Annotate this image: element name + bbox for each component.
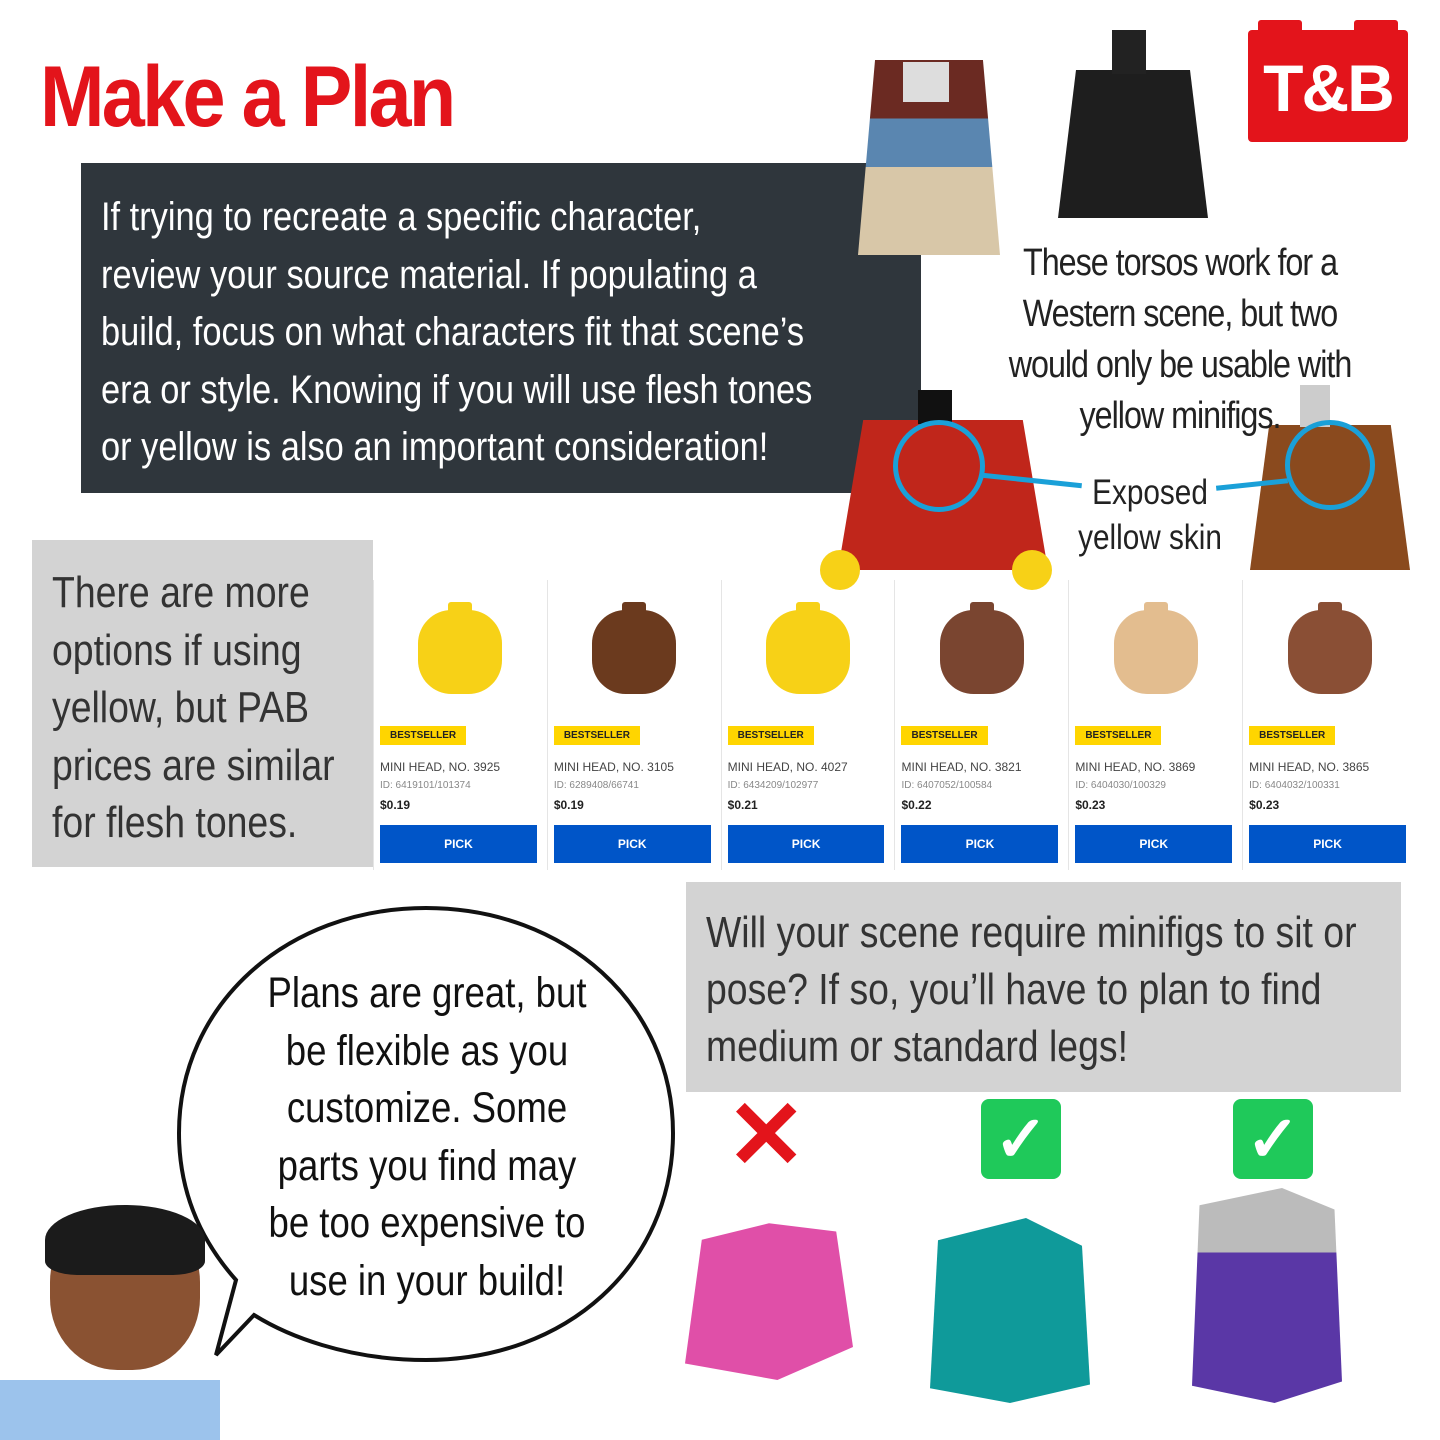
note-line: options if using [52, 625, 302, 675]
product-id: ID: 6404030/100329 [1075, 780, 1166, 791]
pick-button[interactable]: PICK [1075, 825, 1233, 863]
bestseller-badge: BESTSELLER [727, 726, 814, 745]
minifig-head-image [766, 602, 851, 694]
yellow-hand [820, 550, 860, 590]
product-id: ID: 6404032/100331 [1249, 780, 1340, 791]
product-id: ID: 6419101/101374 [380, 780, 471, 791]
black-coat-torso-image [1058, 70, 1208, 218]
bubble-line: parts you find may [277, 1141, 577, 1190]
intro-line: If trying to recreate a specific charact… [101, 195, 702, 239]
product-card: BESTSELLER MINI HEAD, NO. 4027 ID: 64342… [720, 580, 895, 870]
bubble-text: Plans are great, but be flexible as you … [232, 965, 622, 1310]
product-price: $0.19 [380, 798, 411, 812]
x-mark-icon: ✕ [726, 1082, 807, 1189]
product-name: MINI HEAD, NO. 4027 [727, 760, 848, 774]
product-price: $0.21 [727, 798, 758, 812]
intro-line: or yellow is also an important considera… [101, 425, 769, 469]
minifig-hair [45, 1205, 205, 1275]
bestseller-badge: BESTSELLER [901, 726, 988, 745]
product-card: BESTSELLER MINI HEAD, NO. 3821 ID: 64070… [894, 580, 1068, 870]
check-mark-icon: ✓ [1233, 1099, 1313, 1179]
note-line: Will your scene require minifigs to sit … [706, 908, 1357, 957]
legs-note: Will your scene require minifigs to sit … [686, 882, 1401, 1092]
intro-line: review your source material. If populati… [101, 252, 757, 297]
intro-line: build, focus on what characters fit that… [101, 310, 805, 354]
exposed-skin-label: Exposed yellow skin [1060, 470, 1240, 560]
bubble-line: Plans are great, but [267, 969, 587, 1017]
product-name: MINI HEAD, NO. 3821 [901, 760, 1022, 774]
label-line: Exposed [1092, 473, 1208, 512]
note-line: medium or standard legs! [706, 1022, 1128, 1071]
product-id: ID: 6289408/66741 [553, 780, 639, 791]
minifig-head-image [592, 602, 677, 694]
short-legs-pink-image [685, 1223, 853, 1380]
page-title: Make a Plan [40, 49, 456, 145]
product-price: $0.23 [1249, 798, 1280, 812]
pick-button[interactable]: PICK [553, 825, 711, 863]
torso-neck-stud [918, 390, 952, 424]
minifig-character-image [0, 1200, 230, 1440]
intro-panel: If trying to recreate a specific charact… [81, 163, 921, 493]
intro-line: era or style. Knowing if you will use fl… [101, 367, 813, 412]
caption-line: would only be usable with [1008, 344, 1353, 386]
torso-neck-stud [903, 62, 949, 102]
note-line: pose? If so, you’ll have to plan to find [706, 965, 1322, 1014]
note-line: There are more [52, 568, 310, 617]
caption-line: These torsos work for a [1022, 242, 1338, 284]
product-price: $0.23 [1075, 798, 1106, 812]
note-line: for flesh tones. [52, 798, 298, 847]
label-line: yellow skin [1078, 518, 1222, 557]
pick-button[interactable]: PICK [901, 825, 1059, 863]
pick-button[interactable]: PICK [727, 825, 885, 863]
torso-neck-stud [1112, 30, 1146, 74]
product-id: ID: 6434209/102977 [727, 780, 819, 791]
product-card: BESTSELLER MINI HEAD, NO. 3105 ID: 62894… [546, 580, 721, 870]
minifig-head-image [418, 602, 503, 694]
minifig-torso [0, 1380, 220, 1440]
minifig-head-image [1113, 602, 1198, 694]
bestseller-badge: BESTSELLER [380, 726, 467, 745]
yellow-hand [1012, 550, 1052, 590]
bestseller-badge: BESTSELLER [1075, 726, 1162, 745]
minifig-head-image [939, 602, 1024, 694]
pick-button[interactable]: PICK [1249, 825, 1406, 863]
product-name: MINI HEAD, NO. 3925 [380, 760, 501, 774]
logo-text: T&B [1263, 51, 1395, 125]
standard-legs-purple-image [1192, 1188, 1342, 1403]
bubble-line: be flexible as you [285, 1026, 569, 1075]
product-name: MINI HEAD, NO. 3105 [553, 760, 674, 774]
pick-button[interactable]: PICK [380, 825, 537, 863]
product-price: $0.19 [553, 798, 584, 812]
product-card: BESTSELLER MINI HEAD, NO. 3925 ID: 64191… [373, 580, 547, 870]
caption-line: Western scene, but two [1022, 293, 1339, 335]
note-line: yellow, but PAB [52, 683, 310, 732]
bubble-line: use in your build! [288, 1256, 566, 1305]
note-line: prices are similar [52, 740, 335, 790]
brand-logo: T&B [1248, 20, 1408, 142]
bubble-line: customize. Some [286, 1084, 568, 1132]
torso-caption: These torsos work for a Western scene, b… [975, 238, 1385, 442]
speech-bubble [176, 905, 676, 1363]
product-id: ID: 6407052/100584 [901, 780, 993, 791]
product-name: MINI HEAD, NO. 3865 [1249, 760, 1370, 774]
bubble-line: be too expensive to [268, 1199, 586, 1247]
minifig-head-image [1287, 602, 1372, 694]
check-mark-icon: ✓ [981, 1099, 1061, 1179]
medium-legs-teal-image [930, 1218, 1090, 1403]
product-card: BESTSELLER MINI HEAD, NO. 3869 ID: 64040… [1068, 580, 1242, 870]
caption-line: yellow minifigs. [1079, 395, 1282, 437]
bestseller-badge: BESTSELLER [1249, 726, 1336, 745]
options-note: There are more options if using yellow, … [32, 540, 373, 867]
highlight-circle [1285, 420, 1375, 510]
product-price: $0.22 [901, 798, 932, 812]
bestseller-badge: BESTSELLER [553, 726, 640, 745]
product-card: BESTSELLER MINI HEAD, NO. 3865 ID: 64040… [1242, 580, 1416, 870]
product-name: MINI HEAD, NO. 3869 [1075, 760, 1196, 774]
highlight-circle [893, 420, 985, 512]
product-list: BESTSELLER MINI HEAD, NO. 3925 ID: 64191… [373, 580, 1416, 870]
